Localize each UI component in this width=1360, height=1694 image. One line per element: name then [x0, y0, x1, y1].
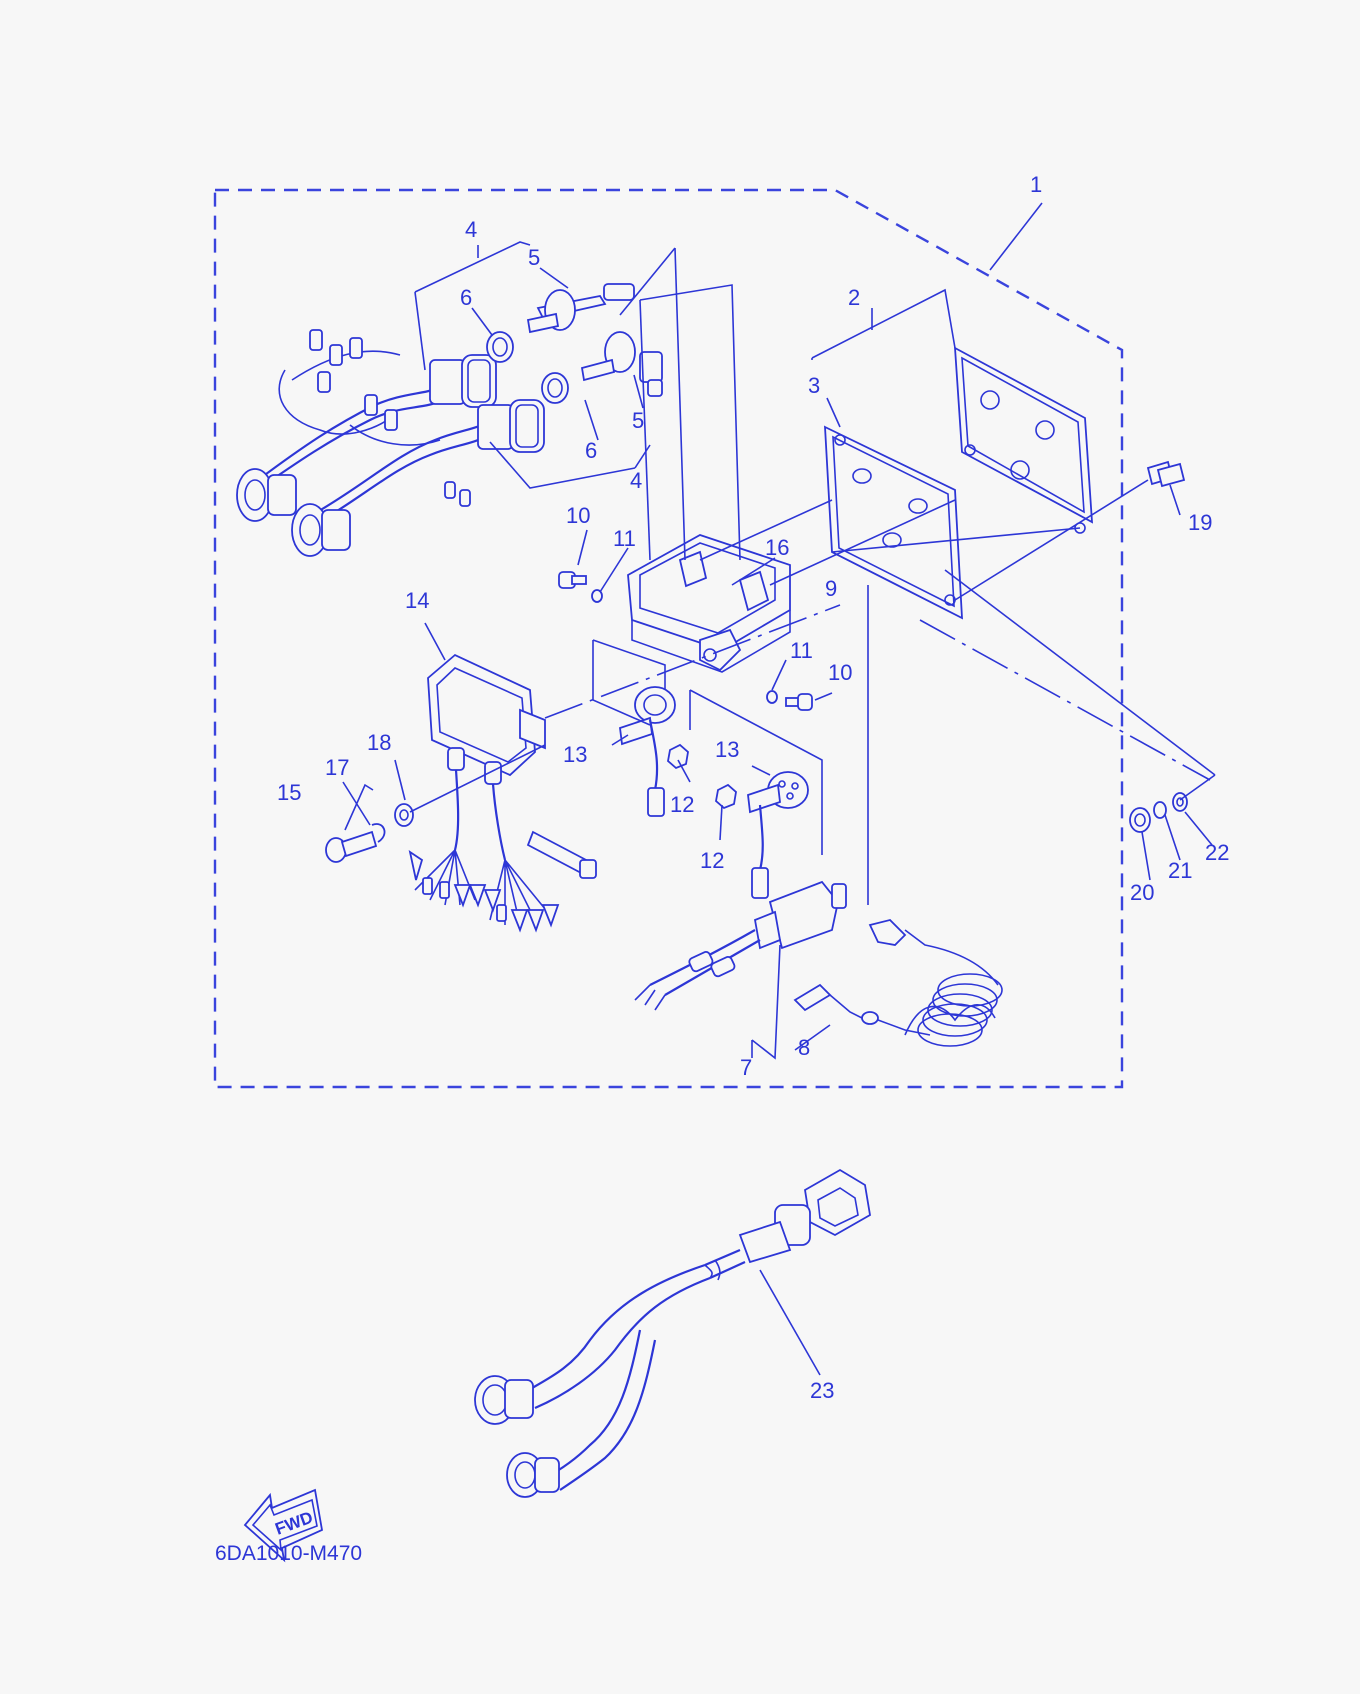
washer-17: [371, 823, 386, 843]
callout-20: 20: [1130, 880, 1154, 905]
stop-switch: [634, 880, 847, 1011]
main-switch-lower: [477, 399, 545, 453]
lanyard: [793, 919, 1003, 1047]
screw-10-right: [785, 693, 813, 711]
key-lower: [580, 331, 663, 397]
callout-12-right: 12: [700, 848, 724, 873]
switch-13-left: [619, 686, 676, 817]
callout-5-lower: 5: [632, 408, 644, 433]
callout-14: 14: [405, 588, 429, 613]
washer-11-left: [591, 589, 603, 603]
washer-18: [394, 803, 414, 827]
panel-plate: [824, 425, 963, 620]
callout-3: 3: [808, 373, 820, 398]
callout-9: 9: [825, 576, 837, 601]
leader-lines: [342, 202, 1213, 1376]
harness-connector-lower: [291, 503, 351, 557]
callout-13-left: 13: [563, 742, 587, 767]
callout-18: 18: [367, 730, 391, 755]
screw-15: [325, 830, 378, 863]
callout-12-left: 12: [670, 792, 694, 817]
callout-4-lower: 4: [630, 468, 642, 493]
fwd-arrow-icon: [243, 1488, 324, 1563]
switch-13-right: [747, 771, 809, 899]
callout-2: 2: [848, 285, 860, 310]
bolt-19: [1146, 460, 1186, 488]
callout-15: 15: [277, 780, 301, 805]
nut-20: [1129, 807, 1151, 833]
callout-19: 19: [1188, 510, 1212, 535]
main-harness: [236, 329, 494, 557]
callout-23: 23: [810, 1378, 834, 1403]
nut-12-right: [715, 783, 737, 810]
callout-22: 22: [1205, 840, 1229, 865]
nut-12-left: [667, 743, 689, 770]
callout-16: 16: [765, 535, 789, 560]
callout-6-upper: 6: [460, 285, 472, 310]
callout-10-left: 10: [566, 503, 590, 528]
harness-23-connector-lower: [506, 1452, 560, 1498]
harness-connector-upper: [236, 468, 297, 522]
washer-11-right: [766, 690, 778, 704]
callout-11-right: 11: [790, 638, 813, 663]
callout-6-lower: 6: [585, 438, 597, 463]
harness-23-connector-upper: [474, 1375, 534, 1425]
callout-21: 21: [1168, 858, 1192, 883]
panel-gasket: [953, 346, 1094, 534]
callout-17: 17: [325, 755, 349, 780]
control-unit: [408, 653, 560, 933]
assembly-boundary: [213, 188, 1124, 1089]
screw-10-left: [558, 571, 587, 589]
callout-10-right: 10: [828, 660, 852, 685]
drawing-code: 6DA1010-M470: [215, 1542, 362, 1565]
callout-11-left: 11: [613, 526, 636, 551]
terminal-pins: [309, 329, 471, 507]
callout-4-upper: 4: [465, 217, 477, 242]
main-switch-upper: [429, 354, 497, 408]
callout-1: 1: [1030, 172, 1042, 197]
cable-tie: [526, 830, 597, 879]
extension-harness: [474, 1168, 871, 1498]
alignment-lines: [409, 247, 1216, 905]
callout-7: 7: [740, 1055, 752, 1080]
callout-labels: 1 2 3 4 5 6 5 6 4 10 11 16 9 11 10 14 18…: [277, 172, 1229, 1403]
callout-5-upper: 5: [528, 245, 540, 270]
switch-bracket: [627, 534, 791, 673]
switch-nut-upper: [486, 331, 514, 363]
switch-nut-lower: [541, 372, 569, 404]
key-upper: [526, 283, 635, 334]
callout-8: 8: [798, 1035, 810, 1060]
washer-21: [1153, 801, 1167, 819]
callout-13-right: 13: [715, 737, 739, 762]
